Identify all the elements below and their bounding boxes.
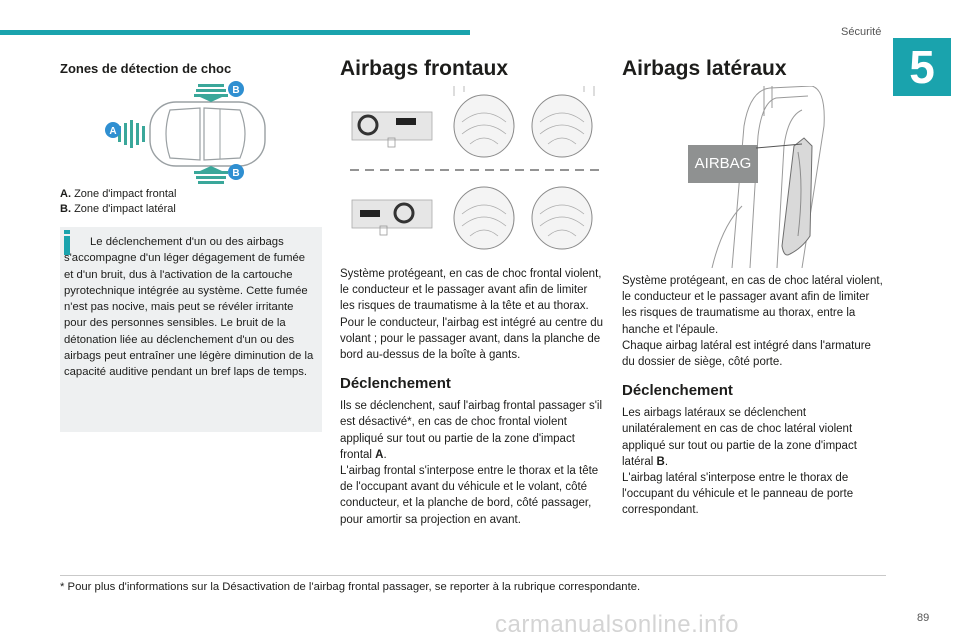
frontal-trigger-1: Ils se déclenchent, sauf l'airbag fronta… (340, 400, 603, 461)
side-airbags-title: Airbags latéraux (622, 57, 787, 80)
side-trigger-2: L'airbag latéral s'interpose entre le th… (622, 472, 854, 517)
car-impact-zones-diagram: A B B (105, 81, 266, 184)
info-icon-dot (64, 230, 70, 234)
column-frontal-airbags: Airbags frontaux (340, 55, 604, 83)
frontal-trigger-2: L'airbag frontal s'interpose entre le th… (340, 465, 599, 526)
marker-b-bottom-icon (228, 164, 244, 180)
column-side-airbags: Airbags latéraux (622, 55, 886, 83)
frontal-body-2: Pour le conducteur, l'airbag est intégré… (340, 316, 604, 362)
side-body-1: Système protégeant, en cas de choc latér… (622, 275, 883, 336)
marker-a-label: A (109, 126, 116, 137)
detection-zones-heading: Zones de détection de choc (60, 61, 232, 76)
side-body-2: Chaque airbag latéral est intégré dans l… (622, 339, 871, 369)
side-airbags-text: Système protégeant, en cas de choc latér… (622, 273, 886, 519)
legend-item: B. Zone d'impact latéral (60, 203, 176, 215)
info-box: Le déclenchement d'un ou des airbags s'a… (60, 227, 322, 432)
column-detection-zones: Zones de détection de choc (60, 55, 324, 76)
airbag-label: AIRBAG (688, 145, 758, 183)
side-airbag-seat-illustration (711, 86, 825, 268)
frontal-airbags-text: Système protégeant, en cas de choc front… (340, 266, 604, 528)
frontal-body-1: Système protégeant, en cas de choc front… (340, 268, 602, 313)
marker-a-icon (105, 122, 121, 138)
info-text: Le déclenchement d'un ou des airbags s'a… (64, 236, 314, 379)
footnote: * Pour plus d'informations sur la Désact… (60, 581, 641, 593)
chapter-number: 5 (893, 38, 951, 96)
page-number: 89 (917, 612, 930, 624)
info-icon (64, 236, 70, 255)
footnote-divider (60, 575, 886, 576)
frontal-airbags-illustration (344, 86, 606, 256)
frontal-airbags-title: Airbags frontaux (340, 57, 509, 80)
impact-legend: A. Zone d'impact frontal B. Zone d'impac… (60, 187, 320, 217)
marker-b-bottom-label: B (232, 168, 239, 179)
airbag-pointer (756, 143, 803, 149)
side-trigger-1: Les airbags latéraux se déclenchent unil… (622, 407, 857, 468)
frontal-trigger-heading: Déclenchement (340, 375, 451, 393)
marker-b-top-label: B (232, 85, 239, 96)
side-trigger-heading: Déclenchement (622, 382, 733, 400)
legend-item: A. Zone d'impact frontal (60, 188, 177, 200)
marker-b-top-icon (228, 81, 244, 97)
section-title: Sécurité (841, 26, 882, 38)
header-accent-bar (0, 30, 470, 35)
watermark: carmanualsonline.info (495, 611, 739, 638)
